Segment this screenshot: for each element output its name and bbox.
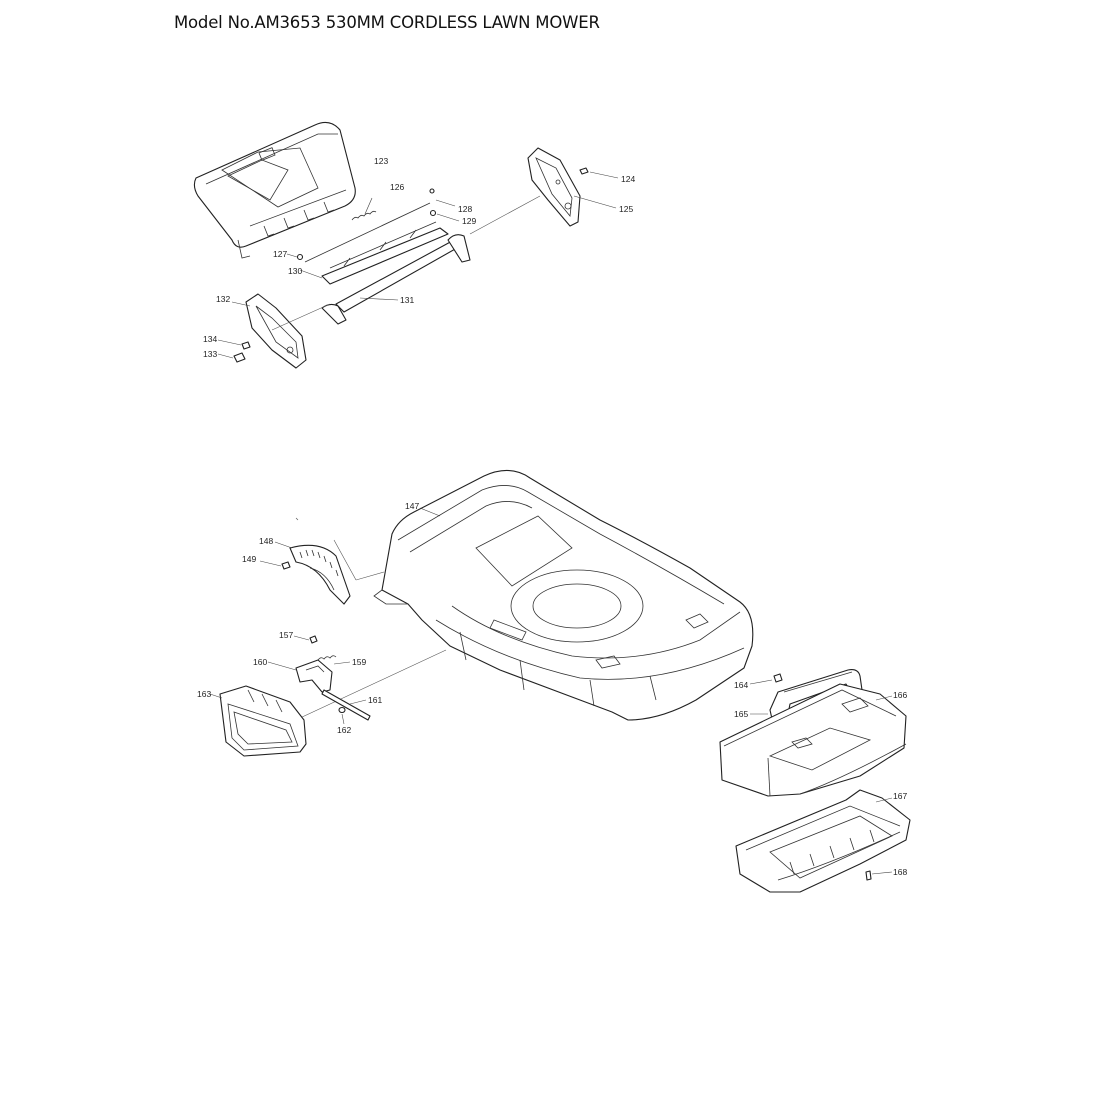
callout-159: 159 [352,657,366,667]
callout-130: 130 [288,266,302,276]
callout-129: 129 [462,216,476,226]
callout-161: 161 [368,695,382,705]
part-128-clip[interactable] [429,188,456,207]
diagram-title: Model No.AM3653 530MM CORDLESS LAWN MOWE… [174,13,600,32]
callout-168: 168 [893,867,907,877]
callout-165: 165 [734,709,748,719]
callout-131: 131 [400,295,414,305]
callout-160: 160 [253,657,267,667]
callout-149: 149 [242,554,256,564]
callout-133: 133 [203,349,217,359]
callout-164: 164 [734,680,748,690]
callout-123: 123 [374,156,388,166]
part-166-rear-cover[interactable] [719,683,907,797]
callout-166: 166 [893,690,907,700]
callout-147: 147 [405,501,419,511]
callout-148: 148 [259,536,273,546]
callout-162: 162 [337,725,351,735]
callout-124: 124 [621,174,635,184]
part-147-mower-deck[interactable] [373,469,754,721]
part-123-rear-flap[interactable] [193,121,356,259]
callout-157: 157 [279,630,293,640]
part-148-height-plate[interactable] [274,517,385,605]
callout-132: 132 [216,294,230,304]
part-129-screw[interactable] [429,209,460,222]
part-149-screw[interactable] [259,560,291,570]
part-132-left-bracket[interactable] [231,293,331,369]
part-157-screw[interactable] [293,635,318,644]
part-159-spring[interactable] [317,655,351,665]
callout-127: 127 [273,249,287,259]
callout-125: 125 [619,204,633,214]
part-160-latch-bracket[interactable] [267,649,447,719]
part-162-washer[interactable] [338,706,346,725]
callout-167: 167 [893,791,907,801]
part-126-spring[interactable] [351,197,377,221]
callout-128: 128 [458,204,472,214]
part-125-right-bracket[interactable] [469,147,617,235]
callout-134: 134 [203,334,217,344]
part-167-rear-tray[interactable] [735,789,911,893]
part-161-pin[interactable] [321,689,371,721]
part-134-screw[interactable] [217,339,251,350]
part-124-screw[interactable] [579,167,619,179]
part-168-screw[interactable] [865,870,893,881]
part-127-clip[interactable] [286,253,304,261]
part-164-screw[interactable] [749,673,783,685]
callout-126: 126 [390,182,404,192]
part-133-nut[interactable] [217,352,246,363]
part-130-hinge-rod[interactable] [299,202,449,285]
part-163-rear-door[interactable] [209,685,307,757]
callout-163: 163 [197,689,211,699]
